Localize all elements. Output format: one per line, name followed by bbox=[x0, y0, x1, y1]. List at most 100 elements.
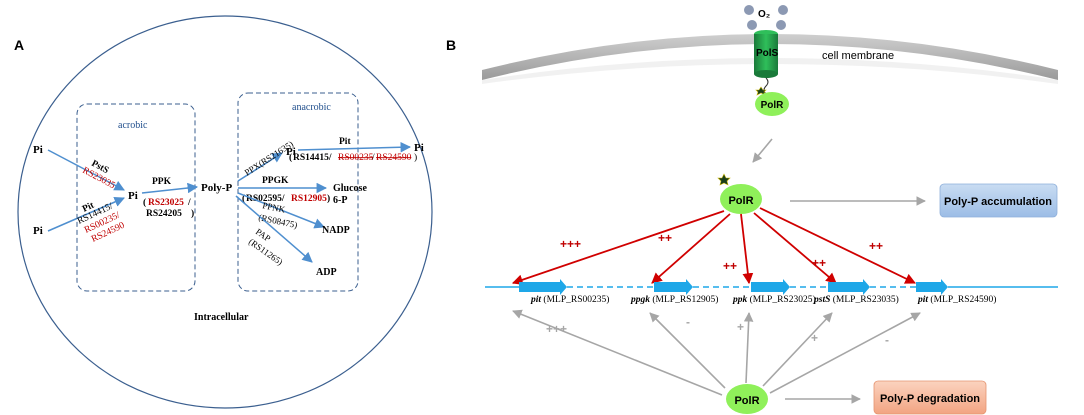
gene-label-ppk: ppk (MLP_RS23025) bbox=[732, 294, 816, 305]
o2-molecule-icon bbox=[776, 20, 786, 30]
pap-arrow bbox=[235, 195, 313, 263]
glucose-label: Glucose bbox=[333, 183, 367, 194]
polyp-degradation-label: Poly-P degradation bbox=[880, 393, 980, 405]
o2-molecule-icon bbox=[747, 20, 757, 30]
polyp-node: Poly-P bbox=[201, 182, 232, 194]
cell-outline bbox=[17, 15, 433, 409]
o2-molecule-icon bbox=[778, 5, 788, 15]
ppk-label: PPK bbox=[152, 177, 172, 187]
ppgk-id2: RS12905 bbox=[291, 194, 327, 204]
adp-label: ADP bbox=[316, 267, 337, 278]
membrane-shadow bbox=[482, 58, 1058, 84]
polr-mid-node bbox=[720, 184, 762, 214]
polr-top-label: PolR bbox=[761, 100, 785, 111]
polyp-accumulation-label: Poly-P accumulation bbox=[944, 196, 1052, 208]
downregulation-label: - bbox=[686, 315, 690, 329]
upregulation-label: ++ bbox=[812, 256, 826, 270]
anaerobic-label: anacrobic bbox=[292, 102, 331, 113]
gene-arrow-pit-rs24590-icon bbox=[916, 279, 948, 295]
polr-top-node bbox=[755, 92, 789, 116]
ppk-id1-slash: / bbox=[187, 198, 191, 208]
ppnk-label: PPNK bbox=[262, 200, 287, 215]
downregulation-label: + bbox=[811, 331, 818, 345]
phosphate-star-icon bbox=[717, 173, 731, 186]
ppk-id1: RS23025 bbox=[148, 198, 184, 208]
pit-right-label: Pit bbox=[339, 137, 351, 147]
activation-arrow-psts bbox=[753, 212, 837, 284]
pi-anaerobic: Pi bbox=[286, 146, 296, 158]
ppx-label: PPX(RS21635) bbox=[243, 139, 295, 178]
ppx-arrow bbox=[237, 152, 283, 182]
gene-label-ppgk: ppgk (MLP_RS12905) bbox=[630, 294, 718, 305]
aerobic-region bbox=[76, 103, 196, 292]
gene-arrow-ppk-icon bbox=[751, 279, 790, 295]
pi-external-top: Pi bbox=[33, 144, 43, 156]
cell-membrane bbox=[482, 34, 1058, 80]
polr-bottom-node bbox=[726, 384, 768, 414]
activation-arrow-ppgk bbox=[651, 213, 731, 284]
pols-bottom-icon bbox=[754, 70, 778, 78]
ppk-arrow bbox=[141, 182, 199, 194]
ppk-id2-paren: ) bbox=[191, 208, 194, 219]
panel-a-label: A bbox=[14, 37, 24, 53]
nadp-label: NADP bbox=[322, 225, 350, 236]
panel-b: B cell membrane O₂ PolS PolR PolR Poly-P… bbox=[446, 5, 1058, 415]
o2-label: O₂ bbox=[758, 9, 770, 20]
upregulation-label: +++ bbox=[560, 237, 581, 251]
gene-arrow-ppgk-icon bbox=[654, 279, 693, 295]
repression-arrow-pit-rs00235 bbox=[512, 309, 723, 396]
pi-external-bottom: Pi bbox=[33, 225, 43, 237]
pols-sensor-icon bbox=[754, 34, 778, 74]
ppgk-paren-close: ) bbox=[327, 193, 330, 204]
gene-label-psts: pstS (MLP_RS23035) bbox=[813, 294, 899, 305]
downregulation-label: + bbox=[737, 320, 744, 334]
panel-b-label: B bbox=[446, 37, 456, 53]
repression-arrow-ppgk bbox=[649, 312, 726, 389]
pstS-arrow bbox=[47, 149, 125, 191]
polyp-accumulation-box bbox=[939, 183, 1058, 218]
pols-label: PolS bbox=[756, 48, 779, 59]
upregulation-label: ++ bbox=[658, 231, 672, 245]
repression-arrow-pit-rs24590 bbox=[769, 312, 921, 394]
intracellular-label: Intracellular bbox=[194, 312, 249, 323]
activation-arrow-pit-rs24590 bbox=[759, 207, 916, 284]
glucose-6p-label: 6-P bbox=[333, 195, 347, 206]
gene-arrow-psts-icon bbox=[828, 279, 870, 295]
repression-arrow-ppk bbox=[743, 312, 754, 384]
pit-export-arrow bbox=[297, 142, 412, 153]
polr-bottom-label: PolR bbox=[734, 395, 759, 407]
panel-a: A acrobic anacrobic Intracellular Pi Pi … bbox=[14, 15, 433, 409]
membrane-label: cell membrane bbox=[822, 50, 894, 62]
ppk-id1-paren: ( bbox=[143, 197, 146, 208]
pit-right-id1: RS14415/ bbox=[293, 153, 332, 163]
upregulation-label: ++ bbox=[723, 259, 737, 273]
activation-arrow-pit-rs00235 bbox=[511, 210, 725, 285]
pit-left-label: Pit bbox=[81, 200, 97, 214]
pit-right-paren-open: ( bbox=[289, 152, 292, 163]
pit-right-id3: RS24590 bbox=[376, 153, 412, 163]
polr-mid-label: PolR bbox=[728, 195, 753, 207]
ppk-id2: RS24205 bbox=[146, 209, 182, 219]
upregulation-label: ++ bbox=[869, 239, 883, 253]
activation-arrow-ppk bbox=[740, 213, 754, 285]
polyp-degradation-box bbox=[873, 380, 987, 415]
pit-right-slash: / bbox=[372, 153, 375, 163]
pit-uptake-arrow bbox=[47, 196, 125, 232]
repression-arrow-psts bbox=[762, 312, 833, 387]
ppgk-paren-open: ( bbox=[242, 193, 245, 204]
gene-arrow-pit-rs00235-icon bbox=[519, 279, 567, 295]
pit-right-id2: RS00235 bbox=[338, 153, 374, 163]
ppgk-id1: RS02595/ bbox=[246, 194, 285, 204]
aerobic-label: acrobic bbox=[118, 120, 148, 131]
pi-exported: Pi bbox=[414, 142, 424, 154]
gene-label-pit-rs24590: pit (MLP_RS24590) bbox=[917, 294, 996, 305]
downregulation-label: - bbox=[885, 333, 889, 347]
phosphorylation-arrow bbox=[752, 138, 773, 163]
ppnk-arrow bbox=[237, 192, 325, 229]
anaerobic-region bbox=[237, 92, 359, 292]
downregulation-label: +++ bbox=[546, 322, 567, 336]
pi-intracellular: Pi bbox=[128, 190, 138, 202]
ppgk-label: PPGK bbox=[262, 176, 289, 186]
gene-label-pit-rs00235: pit (MLP_RS00235) bbox=[530, 294, 609, 305]
pit-right-paren-close: ) bbox=[414, 152, 417, 163]
